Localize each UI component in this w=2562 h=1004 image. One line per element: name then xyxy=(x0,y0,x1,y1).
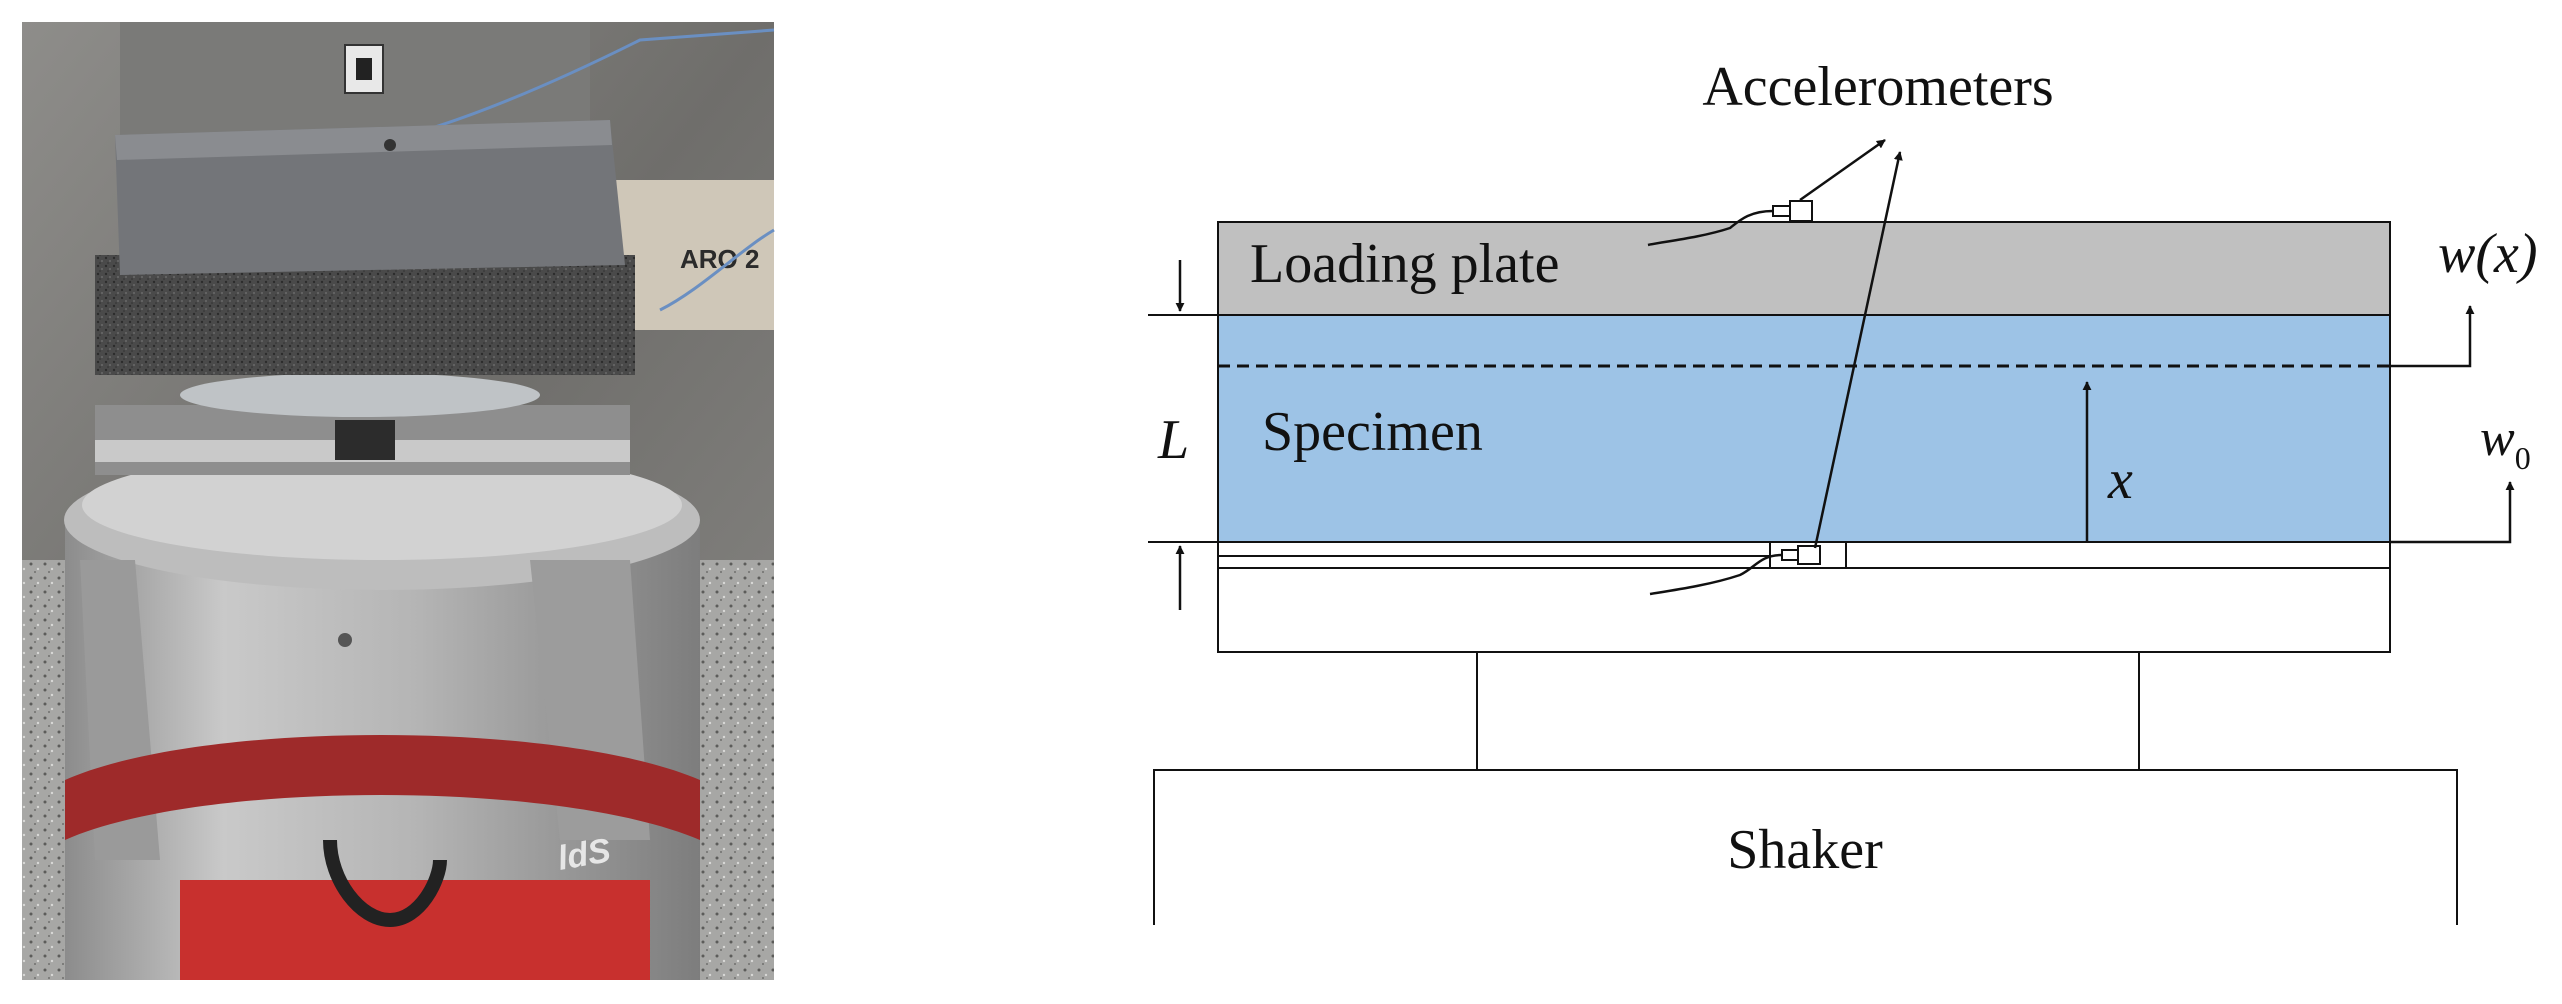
loading-plate-label: Loading plate xyxy=(1250,233,1559,295)
input-arrow xyxy=(2390,481,2515,544)
specimen xyxy=(1217,314,2391,543)
schematic-diagram: Loading plate Specimen Shaker Accelerome… xyxy=(1148,56,2538,925)
shaker-brand-text: ldS xyxy=(555,831,614,878)
photo-accelerometer xyxy=(384,139,396,151)
specimen-stack-photo xyxy=(95,120,635,475)
background-box xyxy=(610,180,774,330)
top-accelerometer xyxy=(1647,200,1813,247)
loading-plate xyxy=(1217,221,2391,316)
shaker-base-red xyxy=(180,880,650,980)
specimen-label: Specimen xyxy=(1262,401,1483,463)
shaker-body: ldS xyxy=(64,450,700,980)
photo-foam-specimen xyxy=(95,255,635,375)
accelerometer-arrow-bottom xyxy=(1813,151,1903,549)
power-switch-icon xyxy=(344,44,384,94)
accelerometers-label: Accelerometers xyxy=(1702,56,2053,118)
input-label: w0 xyxy=(2480,410,2531,476)
photo-loading-plate xyxy=(115,120,625,275)
accelerometer-arrow-top xyxy=(1799,138,1886,202)
response-arrow xyxy=(2390,305,2475,368)
shaker xyxy=(1153,769,2458,925)
input-label-subscript: 0 xyxy=(2515,440,2531,476)
response-label: w(x) xyxy=(2438,223,2538,285)
shaker-label: Shaker xyxy=(1727,819,1883,881)
thickness-label: L xyxy=(1157,409,1189,471)
test-setup-photo: ARO 2 ldS xyxy=(22,22,775,980)
shaker-table xyxy=(1217,567,2391,653)
input-label-base: w xyxy=(2480,410,2515,467)
bottom-accelerometer xyxy=(1649,541,1847,596)
height-variable-label: x xyxy=(2107,449,2133,511)
